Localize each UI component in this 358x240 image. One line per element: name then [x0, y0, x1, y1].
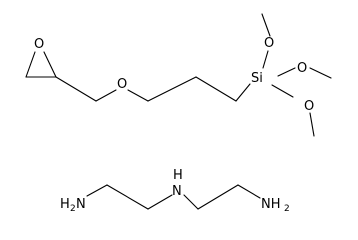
bond-si-o-top [262, 50, 269, 69]
methoxy-oxygen-top: O [264, 36, 274, 51]
bond-c2-c3 [195, 76, 237, 102]
silicon-atom: Si [251, 71, 263, 86]
epoxide-bond-left [25, 51, 36, 78]
bond-c3-si [235, 83, 251, 102]
methoxy-oxygen-right: O [297, 61, 307, 76]
amine-molecule: H 2 N H N NH 2 [60, 168, 290, 214]
left-amine-h: H [60, 197, 70, 212]
ether-oxygen: O [117, 77, 127, 92]
epoxide-bond-right [43, 51, 57, 78]
epoxide-oxygen: O [34, 37, 44, 52]
right-amine-subscript: 2 [284, 204, 290, 214]
bond-c2-n2 [147, 194, 173, 210]
bond-c4-n3 [237, 184, 261, 199]
bond-epoxide-ch2 [55, 76, 97, 102]
bond-n1-c1 [86, 184, 108, 197]
bond-c1-c2 [147, 76, 197, 102]
bond-si-o-bottom [271, 84, 294, 98]
methoxy-oxygen-bottom: O [304, 99, 314, 114]
bond-si-o-right [277, 67, 296, 77]
left-amine-subscript: 2 [70, 204, 76, 214]
center-amine-n: N [172, 184, 182, 199]
left-amine-n: N [76, 197, 86, 212]
chemical-structure-figure: O O Si O O O H 2 N H N [25, 13, 332, 214]
bond-o-ch3-bottom [309, 112, 315, 137]
silane-molecule: O O Si O O O [25, 13, 332, 137]
bond-ether-c1 [127, 89, 149, 102]
bond-c1-c2 [106, 184, 149, 210]
bond-o-ch3-right [309, 67, 332, 79]
bond-n2-c3 [183, 194, 199, 210]
bond-ch2-ether [95, 89, 117, 102]
bond-c3-c4 [197, 184, 239, 210]
bond-o-ch3-top [261, 13, 271, 37]
center-amine-h: H [173, 168, 183, 183]
right-amine-nh: NH [261, 197, 281, 212]
